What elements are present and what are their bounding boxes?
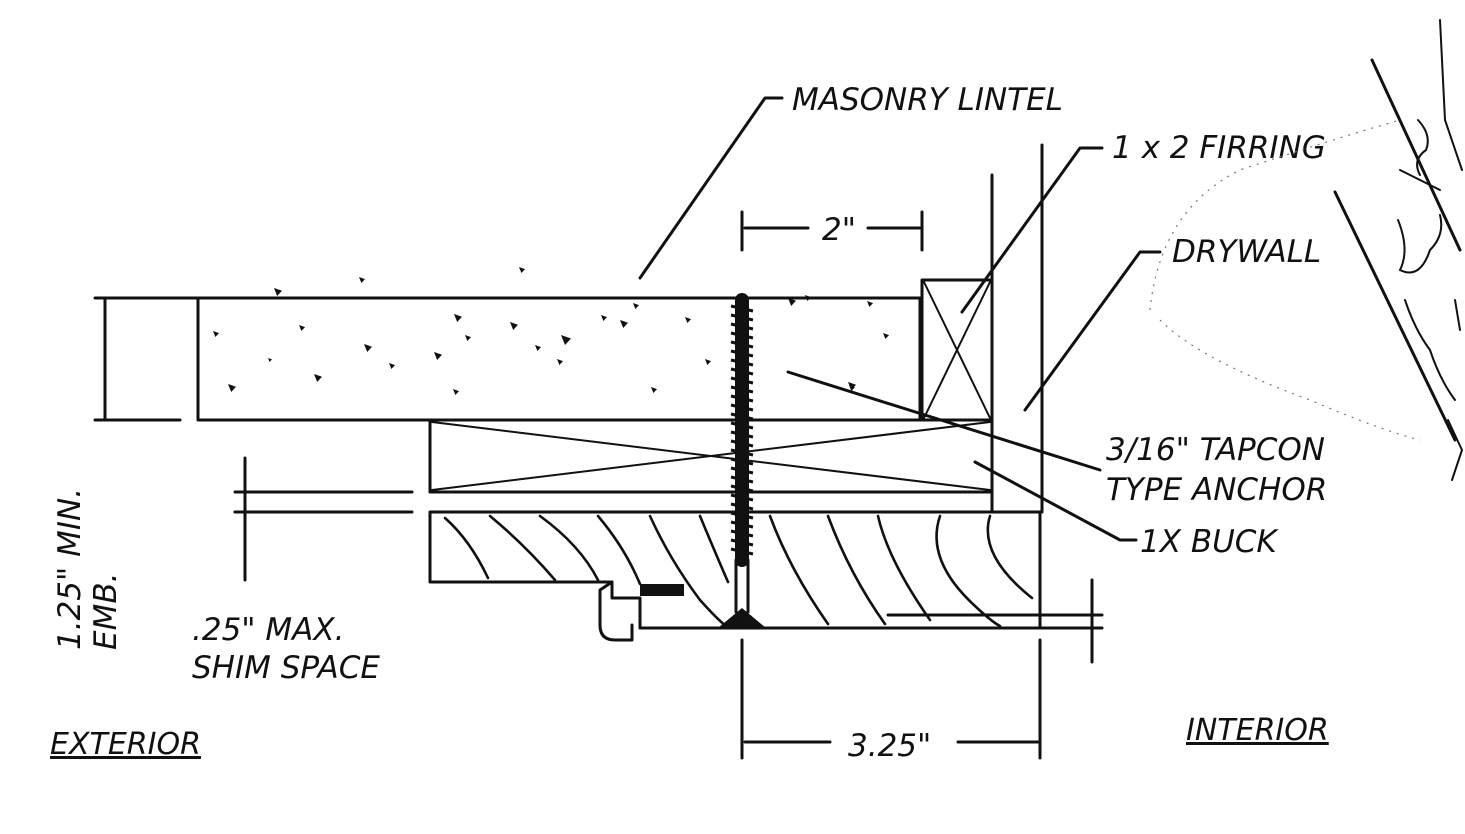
masonry-lintel: [196, 267, 922, 422]
window-frame-head: [428, 510, 1042, 642]
anchor-spacing-label: 2": [822, 212, 856, 248]
interior-label: INTERIOR: [1186, 713, 1329, 748]
dimension-interior-reveal: [886, 578, 1104, 664]
dimension-frame-depth: 3.25": [740, 638, 1042, 764]
dimension-embedment: [93, 296, 200, 422]
shim-space-label-line1: .25" MAX.: [192, 612, 344, 648]
drywall-label: DRYWALL: [1172, 234, 1321, 270]
embedment-label-line1: 1.25" MIN.: [52, 488, 88, 650]
dimension-anchor-spacing: 2": [740, 210, 924, 252]
exterior-label: EXTERIOR: [50, 727, 201, 762]
leader-lines: [638, 96, 1162, 542]
firring-label: 1 x 2 FIRRING: [1112, 130, 1326, 166]
dimension-shim-space: [233, 456, 414, 582]
anchor-label-line2: TYPE ANCHOR: [1106, 472, 1327, 508]
shim-space-label-line2: SHIM SPACE: [192, 650, 380, 686]
buck-label: 1X BUCK: [1140, 524, 1279, 560]
frame-depth-label: 3.25": [848, 728, 931, 764]
tapcon-anchor: [718, 293, 766, 628]
concrete-aggregate: [213, 267, 889, 395]
masonry-lintel-label: MASONRY LINTEL: [792, 82, 1063, 118]
wood-buck: [428, 418, 994, 494]
embedment-label-line2: EMB.: [88, 573, 124, 650]
drywall: [990, 143, 1044, 514]
edge-sketch: [1149, 19, 1464, 481]
firring-strip: [920, 278, 994, 422]
anchor-label-line1: 3/16" TAPCON: [1106, 432, 1325, 468]
